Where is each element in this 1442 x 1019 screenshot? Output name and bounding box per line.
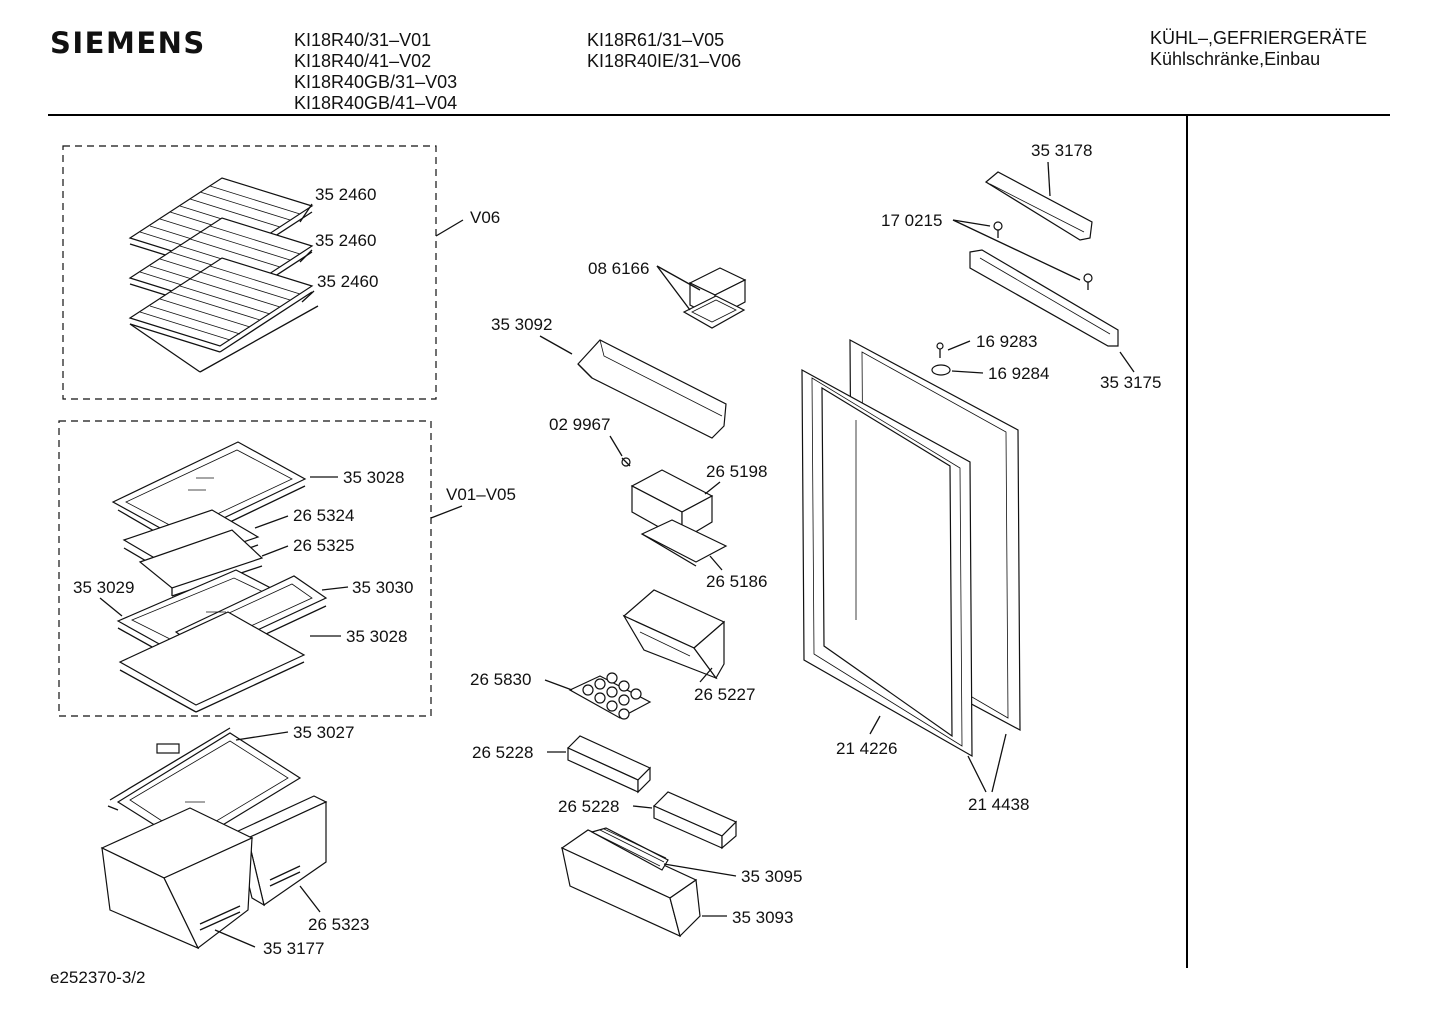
bottom-door-bin [560, 827, 701, 938]
crisper-drawer-left [100, 807, 254, 950]
part-label-352460: 35 2460 [317, 272, 378, 291]
hinge-bracket [969, 249, 1119, 347]
group-box-v06 [62, 145, 437, 400]
bottle-rack [577, 339, 727, 439]
model-number: KI18R40IE/31–V06 [587, 51, 742, 71]
product-category: KÜHL–,GEFRIERGERÄTE Kühlschränke,Einbau [1150, 28, 1367, 70]
side-divider [1186, 116, 1188, 968]
model-number: KI18R40/41–V02 [294, 51, 432, 71]
model-number: KI18R40/31–V01 [294, 30, 432, 50]
part-label-265198: 26 5198 [706, 462, 767, 481]
part-label-265186: 26 5186 [706, 572, 767, 591]
part-label-353027: 35 3027 [293, 723, 354, 742]
part-label-353028: 35 3028 [346, 627, 407, 646]
screw-029967 [621, 457, 631, 467]
model-number: KI18R40GB/31–V03 [294, 72, 458, 92]
brand-logo: SIEMENS [50, 26, 206, 60]
drawing-id: e252370-3/2 [50, 968, 146, 987]
glass-shelf-bottom [118, 611, 306, 713]
group-box-v01-v05 [58, 420, 432, 717]
door-gasket [801, 368, 973, 758]
category-subtitle: Kühlschränke,Einbau [1150, 49, 1321, 69]
part-label-265227: 26 5227 [694, 685, 755, 704]
part-label-353029: 35 3029 [73, 578, 134, 597]
part-label-353093: 35 3093 [732, 908, 793, 927]
part-label-353177: 35 3177 [263, 939, 324, 958]
part-label-353178: 35 3178 [1031, 141, 1092, 160]
part-label-353028: 35 3028 [343, 468, 404, 487]
part-label-265323: 26 5323 [308, 915, 369, 934]
butter-compartment [682, 267, 747, 329]
part-label-353092: 35 3092 [491, 315, 552, 334]
category-title: KÜHL–,GEFRIERGERÄTE [1150, 28, 1368, 48]
cap-169284 [931, 364, 951, 376]
part-label-265830: 26 5830 [470, 670, 531, 689]
part-label-353095: 35 3095 [741, 867, 802, 886]
part-label-169284: 16 9284 [988, 364, 1049, 383]
part-label-353175: 35 3175 [1100, 373, 1161, 392]
wire-shelf-bottom [128, 257, 319, 373]
screw-169283 [936, 342, 944, 358]
part-label-029967: 02 9967 [549, 415, 610, 434]
model-list-secondary: KI18R61/31–V05 KI18R40IE/31–V06 [587, 30, 741, 72]
header-divider [48, 114, 1390, 116]
model-number: KI18R40GB/41–V04 [294, 93, 458, 113]
screw-170215-a [993, 221, 1003, 238]
model-number: KI18R61/31–V05 [587, 30, 725, 50]
door-bin [622, 589, 726, 680]
group-label-v01-v05: V01–V05 [446, 485, 516, 504]
small-door-tray-upper [566, 735, 652, 794]
part-label-352460: 35 2460 [315, 185, 376, 204]
part-label-352460: 35 2460 [315, 231, 376, 250]
part-label-265324: 26 5324 [293, 506, 354, 525]
model-list-primary: KI18R40/31–V01 KI18R40/41–V02 KI18R40GB/… [294, 30, 457, 114]
part-label-353030: 35 3030 [352, 578, 413, 597]
door-handle-cover [984, 171, 1093, 241]
part-label-265325: 26 5325 [293, 536, 354, 555]
small-door-tray-lower [652, 791, 738, 850]
egg-tray [568, 672, 652, 720]
group-label-v06: V06 [470, 208, 500, 227]
part-label-265228: 26 5228 [472, 743, 533, 762]
part-label-086166: 08 6166 [588, 259, 649, 278]
part-label-214226: 21 4226 [836, 739, 897, 758]
part-label-214438: 21 4438 [968, 795, 1029, 814]
egg-shelf-cover [630, 469, 728, 567]
part-label-265228: 26 5228 [558, 797, 619, 816]
glass-shelf-top [111, 441, 307, 547]
screw-170215-b [1083, 273, 1093, 290]
part-label-170215: 17 0215 [881, 211, 942, 230]
part-label-169283: 16 9283 [976, 332, 1037, 351]
